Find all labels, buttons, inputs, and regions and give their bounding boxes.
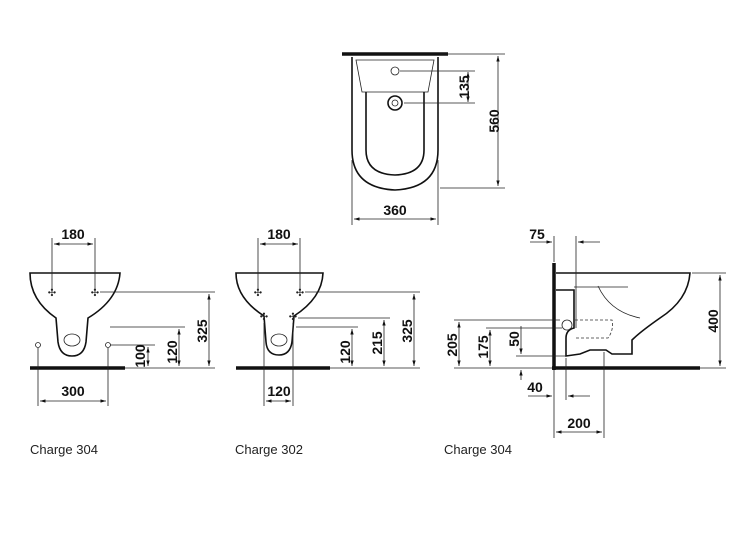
front-view-a: ✣ ✣ 180 325 120 100 300: [29, 226, 215, 406]
dim-label-300-a: 300: [61, 383, 85, 399]
front-view-a-bowl: [29, 272, 121, 357]
top-view-drain-center: [391, 99, 399, 107]
top-view-bowl-inner: [365, 92, 425, 176]
side-view-fix-hole: [561, 319, 573, 331]
dim-label-200: 200: [567, 415, 591, 431]
dim-label-180-a: 180: [61, 226, 85, 242]
dim-label-40: 40: [527, 379, 543, 395]
side-view-trap: [575, 319, 613, 339]
caption-front-view-b: Charge 302: [235, 442, 303, 457]
top-view-deck: [355, 59, 435, 93]
front-view-a-fix-right: [105, 342, 111, 348]
dim-label-100-a: 100: [132, 344, 148, 368]
dim-label-75: 75: [529, 226, 545, 242]
front-view-b-hole-right: ✣: [296, 288, 304, 299]
top-view-drain: [387, 95, 403, 111]
dim-label-135: 135: [456, 75, 472, 99]
front-view-a-drain: [63, 333, 81, 347]
dim-label-325-a: 325: [194, 319, 210, 343]
front-view-a-hole-right: ✣: [91, 288, 99, 299]
dim-label-325-b: 325: [399, 319, 415, 343]
side-view-bowl-inner: [597, 285, 641, 319]
front-view-a-hole-left: ✣: [48, 288, 56, 299]
dim-label-120-b: 120: [337, 340, 353, 364]
top-view: 560 135 360: [342, 52, 505, 225]
dim-label-180-b: 180: [267, 226, 291, 242]
caption-side-view: Charge 304: [444, 442, 512, 457]
dim-label-120-b-bottom: 120: [267, 383, 291, 399]
dim-label-400: 400: [705, 309, 721, 333]
dim-label-205: 205: [444, 333, 460, 357]
dim-label-175: 175: [475, 335, 491, 359]
dim-label-560: 560: [486, 109, 502, 133]
front-view-a-fix-left: [35, 342, 41, 348]
dim-label-120-a: 120: [164, 340, 180, 364]
front-view-b-bowl: [235, 272, 324, 356]
front-view-b-hole-left: ✣: [254, 288, 262, 299]
caption-front-view-a: Charge 304: [30, 442, 98, 457]
front-view-b-drain: [270, 333, 288, 347]
dim-label-215-b: 215: [369, 331, 385, 355]
top-view-bowl-outline: [351, 57, 439, 191]
dim-label-360: 360: [383, 202, 407, 218]
front-view-b-fix-left: ✣: [260, 312, 268, 323]
front-view-b: ✣ ✣ ✣ ✣ 180 325 215 120 120: [235, 226, 420, 406]
front-view-b-fix-right: ✣: [289, 312, 297, 323]
dim-label-50: 50: [506, 331, 522, 347]
side-view-bowl: [556, 272, 691, 357]
top-view-tap-hole: [390, 66, 400, 76]
side-view: 75 400 205 175 50 40 200: [444, 226, 726, 438]
